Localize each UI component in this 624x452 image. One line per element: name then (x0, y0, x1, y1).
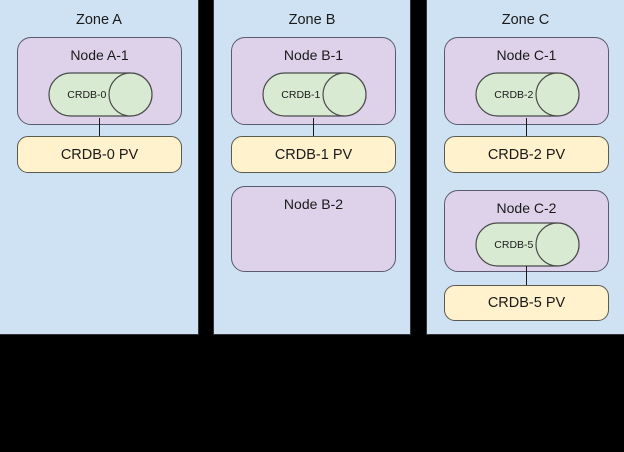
connector-node-c-2-to-pv (526, 266, 527, 286)
pod-cylinder-crdb-2: CRDB-2 (475, 72, 580, 117)
zone-title-b: Zone B (288, 12, 336, 28)
node-box-a-1: Node A-1 CRDB-0 (17, 37, 182, 125)
node-box-c-1: Node C-1 CRDB-2 (444, 37, 609, 125)
node-title-b-1: Node B-1 (283, 47, 344, 63)
pod-cylinder-crdb-5: CRDB-5 (475, 222, 580, 267)
pv-label-crdb-2-pv: CRDB-2 PV (487, 146, 566, 163)
pv-box-crdb-5-pv: CRDB-5 PV (444, 285, 609, 321)
zone-panel-a: Zone A Node A-1 CRDB-0 CRDB-0 PV (0, 0, 199, 335)
node-title-c-2: Node C-2 (496, 200, 557, 216)
connector-node-b-1-to-pv (313, 118, 314, 138)
pv-label-crdb-5-pv: CRDB-5 PV (487, 295, 566, 311)
pod-cylinder-crdb-1: CRDB-1 (262, 72, 367, 117)
pv-box-crdb-2-pv: CRDB-2 PV (444, 136, 609, 173)
node-box-b-1: Node B-1 CRDB-1 (231, 37, 396, 125)
pv-box-crdb-1-pv: CRDB-1 PV (231, 136, 396, 173)
pv-label-crdb-0-pv: CRDB-0 PV (60, 146, 139, 163)
zone-panel-c: Zone C Node C-1 CRDB-2 CRDB-2 PV Node C-… (426, 0, 624, 335)
connector-node-c-1-to-pv (526, 118, 527, 138)
node-title-a-1: Node A-1 (70, 47, 129, 63)
node-title-c-1: Node C-1 (496, 47, 557, 63)
node-box-b-2: Node B-2 (231, 186, 396, 272)
zone-title-a: Zone A (76, 12, 122, 28)
node-box-c-2: Node C-2 CRDB-5 (444, 190, 609, 272)
zone-panel-b: Zone B Node B-1 CRDB-1 CRDB-1 PV Node B-… (213, 0, 411, 335)
pv-box-crdb-0-pv: CRDB-0 PV (17, 136, 182, 173)
pv-label-crdb-1-pv: CRDB-1 PV (274, 146, 353, 163)
pod-cylinder-crdb-0: CRDB-0 (48, 72, 153, 117)
node-title-b-2: Node B-2 (283, 196, 344, 212)
zone-title-c: Zone C (501, 12, 550, 28)
connector-node-a-1-to-pv (99, 118, 100, 138)
